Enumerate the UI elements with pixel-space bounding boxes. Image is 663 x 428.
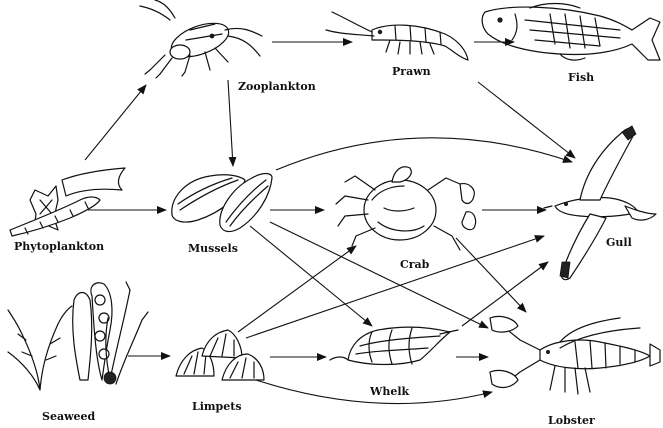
arrow-mussels-to-gull xyxy=(276,138,572,170)
label-gull: Gull xyxy=(606,236,632,249)
label-crab: Crab xyxy=(400,258,430,271)
arrow-whelk-to-gull xyxy=(462,262,548,326)
lobster-illustration xyxy=(490,316,660,394)
arrow-prawn-to-gull xyxy=(478,82,575,158)
arrow-limpets-to-crab xyxy=(238,246,356,332)
arrow-crab-to-lobster xyxy=(456,238,526,312)
label-phytoplankton: Phytoplankton xyxy=(14,240,104,253)
limpets-illustration xyxy=(176,330,264,380)
label-seaweed: Seaweed xyxy=(42,410,96,423)
zooplankton-illustration xyxy=(140,0,262,78)
phytoplankton-illustration xyxy=(10,168,125,236)
arrow-mussels-to-lobster xyxy=(270,222,488,328)
label-limpets: Limpets xyxy=(192,400,242,413)
arrow-phytoplankton-to-zooplankton xyxy=(85,85,146,160)
crab-illustration xyxy=(336,167,476,250)
arrow-zooplankton-to-mussels xyxy=(228,80,233,166)
label-whelk: Whelk xyxy=(369,385,410,398)
label-lobster: Lobster xyxy=(548,414,595,427)
label-zooplankton: Zooplankton xyxy=(238,80,316,93)
prawn-illustration xyxy=(326,12,468,60)
seaweed-illustration xyxy=(8,282,148,390)
label-fish: Fish xyxy=(568,71,594,84)
mussels-illustration xyxy=(172,174,272,232)
feeding-arrows xyxy=(85,42,575,404)
gull-illustration xyxy=(544,126,656,280)
label-prawn: Prawn xyxy=(392,65,431,78)
fish-illustration xyxy=(482,4,660,61)
label-mussels: Mussels xyxy=(188,242,238,255)
whelk-illustration xyxy=(330,327,458,364)
